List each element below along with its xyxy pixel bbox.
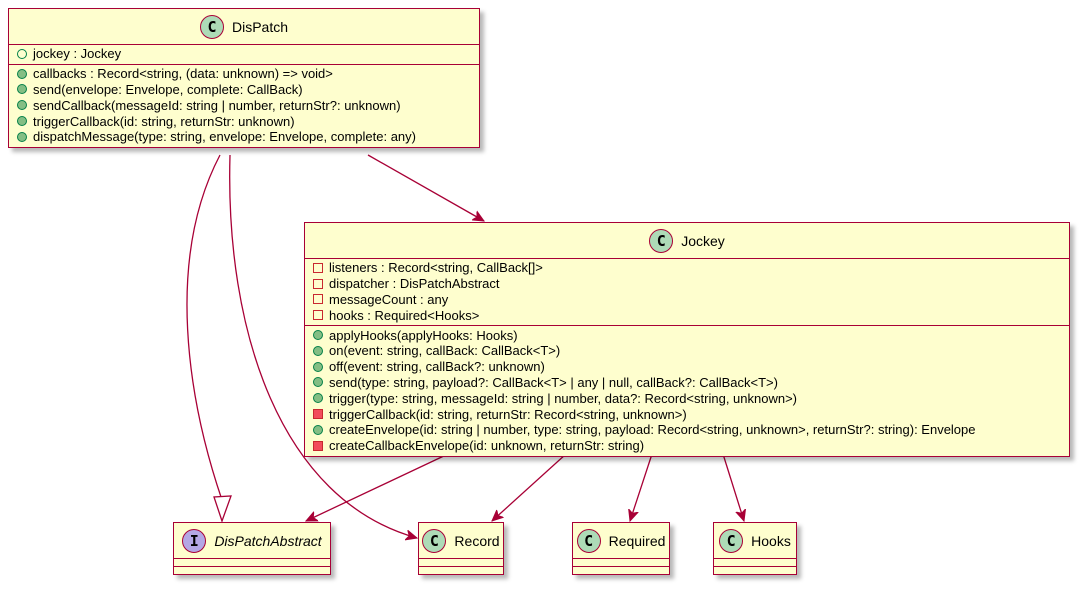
public-method-icon — [17, 131, 27, 142]
empty-methods-section — [573, 567, 669, 574]
member-row: triggerCallback(id: string, returnStr: R… — [305, 406, 1069, 422]
class-header: C DisPatch — [9, 9, 479, 45]
member-row: callbacks : Record<string, (data: unknow… — [9, 66, 479, 82]
member-text: applyHooks(applyHooks: Hooks) — [329, 327, 518, 343]
fields-section: listeners : Record<string, CallBack[]>di… — [305, 259, 1069, 327]
edge-dispatch-to-record — [229, 154, 417, 538]
private-field-icon — [313, 294, 323, 305]
empty-fields-section — [573, 559, 669, 567]
empty-methods-section — [174, 567, 330, 574]
member-row: dispatchMessage(type: string, envelope: … — [9, 129, 479, 145]
member-text: callbacks : Record<string, (data: unknow… — [33, 66, 333, 82]
methods-section: callbacks : Record<string, (data: unknow… — [9, 65, 479, 147]
fields-section: jockey : Jockey — [9, 45, 479, 65]
class-header: C Jockey — [305, 223, 1069, 259]
member-text: jockey : Jockey — [33, 46, 122, 62]
member-text: dispatchMessage(type: string, envelope: … — [33, 129, 416, 145]
member-text: hooks : Required<Hooks> — [329, 307, 480, 323]
public-method-icon — [313, 377, 323, 388]
member-row: send(envelope: Envelope, complete: CallB… — [9, 82, 479, 98]
class-header: I DisPatchAbstract — [174, 523, 330, 559]
edge-jockey-to-hooks — [722, 453, 744, 521]
member-row: trigger(type: string, messageId: string … — [305, 390, 1069, 406]
private-field-icon — [313, 310, 323, 321]
member-text: triggerCallback(id: string, returnStr: R… — [329, 406, 687, 422]
class-header: C Required — [573, 523, 669, 559]
edge-dispatch-to-jockey — [367, 154, 484, 221]
member-text: triggerCallback(id: string, returnStr: u… — [33, 113, 295, 129]
methods-section: applyHooks(applyHooks: Hooks)on(event: s… — [305, 326, 1069, 455]
empty-methods-section — [419, 567, 503, 574]
public-field-icon — [17, 48, 27, 59]
member-row: off(event: string, callBack?: unknown) — [305, 359, 1069, 375]
member-row: messageCount : any — [305, 292, 1069, 308]
edge-jockey-to-required — [630, 453, 653, 521]
member-text: on(event: string, callBack: CallBack<T>) — [329, 343, 561, 359]
public-method-icon — [17, 116, 27, 127]
member-text: createCallbackEnvelope(id: unknown, retu… — [329, 438, 645, 454]
class-name: DisPatchAbstract — [214, 532, 322, 549]
member-row: applyHooks(applyHooks: Hooks) — [305, 327, 1069, 343]
member-text: send(envelope: Envelope, complete: CallB… — [33, 81, 303, 97]
edge-jockey-to-dispatchabstract — [306, 453, 449, 522]
class-name: DisPatch — [231, 18, 289, 35]
member-row: on(event: string, callBack: CallBack<T>) — [305, 343, 1069, 359]
member-text: off(event: string, callBack?: unknown) — [329, 359, 545, 375]
member-row: sendCallback(messageId: string | number,… — [9, 97, 479, 113]
public-method-icon — [17, 68, 27, 79]
public-method-icon — [17, 100, 27, 111]
member-text: dispatcher : DisPatchAbstract — [329, 276, 500, 292]
empty-methods-section — [714, 567, 796, 574]
member-text: listeners : Record<string, CallBack[]> — [329, 260, 543, 276]
edge-jockey-to-record — [492, 453, 567, 521]
member-row: triggerCallback(id: string, returnStr: u… — [9, 113, 479, 129]
class-header: C Hooks — [714, 523, 796, 559]
interface-i-icon: I — [182, 528, 207, 553]
class-name: Required — [608, 532, 666, 549]
member-row: dispatcher : DisPatchAbstract — [305, 276, 1069, 292]
member-text: createEnvelope(id: string | number, type… — [329, 422, 976, 438]
public-method-icon — [313, 345, 323, 356]
member-text: messageCount : any — [329, 291, 449, 307]
public-method-icon — [17, 84, 27, 95]
member-row: hooks : Required<Hooks> — [305, 307, 1069, 323]
class-c-icon: C — [649, 228, 674, 253]
member-row: createEnvelope(id: string | number, type… — [305, 422, 1069, 438]
empty-fields-section — [714, 559, 796, 567]
member-row: jockey : Jockey — [9, 46, 479, 62]
class-name: Record — [454, 532, 500, 549]
edge-dispatch-realizes-dispatchabstract — [186, 154, 223, 501]
empty-fields-section — [419, 559, 503, 567]
class-c-icon: C — [576, 528, 601, 553]
private-method-icon — [313, 440, 323, 451]
interface-dispatchabstract[interactable]: I DisPatchAbstract — [173, 522, 331, 575]
class-hooks[interactable]: C Hooks — [713, 522, 797, 575]
public-method-icon — [313, 330, 323, 341]
class-name: Jockey — [681, 232, 725, 249]
private-field-icon — [313, 262, 323, 273]
class-c-icon: C — [422, 528, 447, 553]
class-dispatch[interactable]: C DisPatch jockey : Jockey callbacks : R… — [8, 8, 480, 148]
private-field-icon — [313, 278, 323, 289]
class-c-icon: C — [199, 14, 224, 39]
member-row: listeners : Record<string, CallBack[]> — [305, 260, 1069, 276]
public-method-icon — [313, 393, 323, 404]
class-record[interactable]: C Record — [418, 522, 504, 575]
class-header: C Record — [419, 523, 503, 559]
empty-fields-section — [174, 559, 330, 567]
public-method-icon — [313, 424, 323, 435]
class-jockey[interactable]: C Jockey listeners : Record<string, Call… — [304, 222, 1070, 457]
class-c-icon: C — [719, 528, 744, 553]
private-method-icon — [313, 409, 323, 420]
member-row: send(type: string, payload?: CallBack<T>… — [305, 375, 1069, 391]
realization-triangle-head — [213, 495, 232, 523]
class-required[interactable]: C Required — [572, 522, 670, 575]
member-row: createCallbackEnvelope(id: unknown, retu… — [305, 438, 1069, 454]
class-name: Hooks — [751, 532, 791, 549]
public-method-icon — [313, 361, 323, 372]
member-text: send(type: string, payload?: CallBack<T>… — [329, 374, 778, 390]
member-text: trigger(type: string, messageId: string … — [329, 390, 797, 406]
member-text: sendCallback(messageId: string | number,… — [33, 97, 401, 113]
